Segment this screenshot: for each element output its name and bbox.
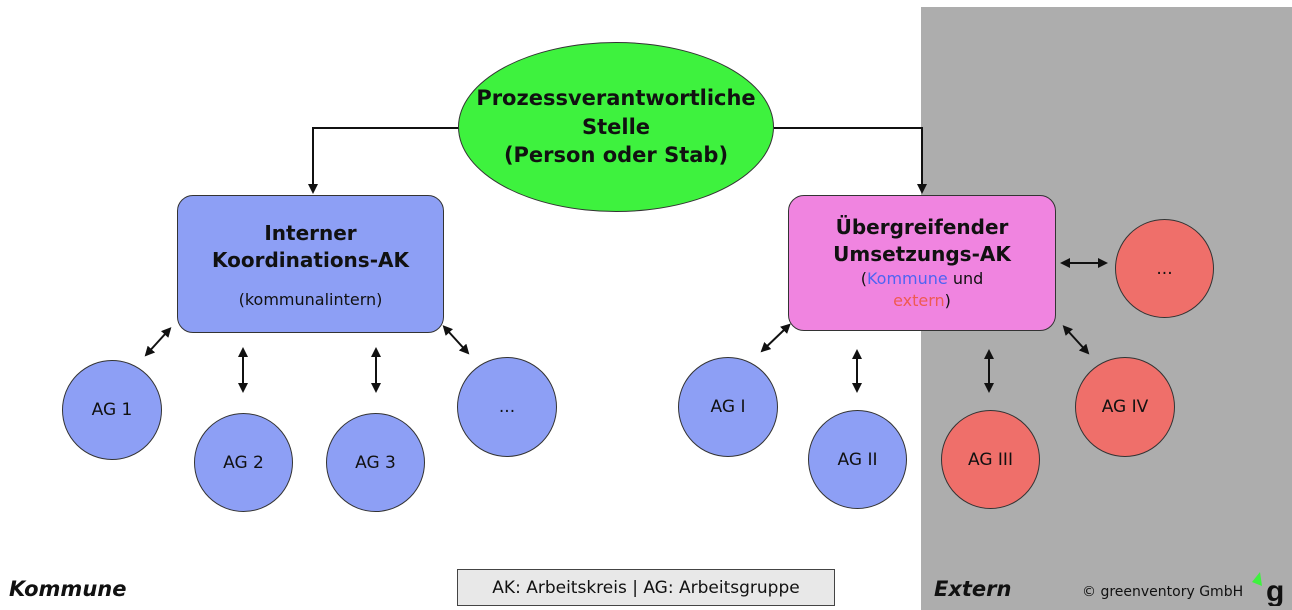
cross-ak-open-paren: (: [860, 268, 867, 288]
connector-top-right: [774, 127, 927, 194]
link-ag1: [144, 327, 172, 357]
cross-ak-line4: extern): [893, 290, 951, 312]
logo-letter: g: [1266, 575, 1284, 606]
group-ag-II-label: AG II: [837, 449, 878, 470]
cross-ak-line3: (Kommune und: [861, 268, 984, 290]
group-ag-III-label: AG III: [968, 449, 1013, 470]
group-ag-IV-label: AG IV: [1101, 397, 1149, 417]
extern-label: Extern: [934, 577, 1012, 601]
cross-ak-close-paren: ): [944, 291, 951, 310]
group-ag-I-label: AG I: [710, 397, 746, 417]
group-ag-1: AG 1: [62, 360, 162, 460]
cross-ak-und: und: [947, 268, 984, 288]
group-ag-IV: AG IV: [1075, 357, 1175, 457]
legend-box: AK: Arbeitskreis | AG: Arbeitsgruppe: [457, 569, 835, 606]
process-owner-node: Prozessverantwortliche Stelle (Person od…: [458, 42, 774, 212]
link-ag-more-internal: [442, 325, 470, 355]
group-ag-II: AG II: [808, 410, 907, 509]
group-ag-2-label: AG 2: [223, 452, 264, 473]
link-agI: [760, 323, 791, 353]
internal-ak-subtitle: (kommunalintern): [238, 289, 383, 309]
link-agIV: [1062, 325, 1090, 355]
greenventory-logo-icon: g: [1252, 572, 1284, 606]
group-ag-more-extern: ...: [1115, 219, 1214, 318]
cross-ak-kommune: Kommune: [866, 268, 948, 288]
cross-ak-extern: extern: [893, 291, 945, 310]
process-owner-line1: Prozessverantwortliche: [476, 86, 756, 111]
copyright-text: © greenventory GmbH: [1082, 584, 1244, 600]
group-ag-1-label: AG 1: [91, 400, 133, 420]
group-ag-more-extern-label: ...: [1156, 258, 1173, 279]
process-owner-line2: Stelle: [581, 114, 651, 139]
group-ag-3-label: AG 3: [355, 452, 396, 473]
cross-ak-line2: Umsetzungs-AK: [833, 241, 1011, 266]
internal-ak-box: Interner Koordinations-AK (kommunalinter…: [177, 195, 444, 333]
group-ag-2: AG 2: [194, 413, 293, 512]
group-ag-more-internal: ...: [457, 357, 557, 457]
legend-text: AK: Arbeitskreis | AG: Arbeitsgruppe: [492, 577, 800, 598]
group-ag-3: AG 3: [326, 413, 425, 512]
process-owner-line3: (Person oder Stab): [503, 143, 729, 168]
internal-ak-line1: Interner: [264, 220, 357, 245]
group-ag-III: AG III: [941, 410, 1040, 509]
kommune-label: Kommune: [9, 577, 127, 601]
connector-top-left: [308, 127, 460, 194]
group-ag-I: AG I: [678, 357, 778, 457]
internal-ak-line2: Koordinations-AK: [212, 247, 409, 272]
cross-ak-box: Übergreifender Umsetzungs-AK (Kommune un…: [788, 195, 1056, 331]
cross-ak-line1: Übergreifender: [835, 214, 1009, 239]
group-ag-more-internal-label: ...: [498, 397, 516, 417]
